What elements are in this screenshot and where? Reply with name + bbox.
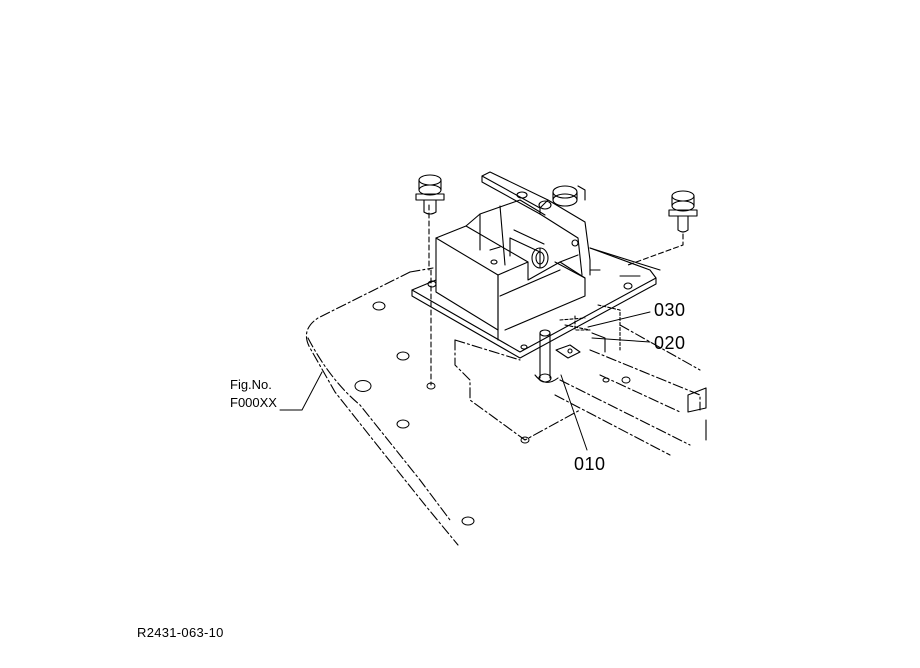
leader-030: [587, 311, 651, 328]
floor-plate-phantom: [305, 267, 701, 546]
drawing-number: R2431-063-10: [137, 625, 224, 640]
figure-reference-number: F000XX: [230, 395, 277, 410]
right-bolt: [627, 190, 698, 266]
leader-020: [591, 337, 651, 343]
side-rail: [687, 387, 707, 441]
leader-fig-ref: [279, 371, 323, 411]
leader-lines: [279, 311, 651, 451]
floor-plate-holes: [354, 301, 631, 526]
pin-assembly: [534, 304, 621, 383]
bracket-body: [435, 199, 586, 341]
left-bolt: [415, 174, 445, 386]
figure-reference-label: Fig.No.: [230, 377, 272, 392]
callout-020: 020: [654, 333, 686, 353]
pedal-arm: [481, 171, 661, 276]
callout-030: 030: [654, 300, 686, 320]
leader-010: [560, 374, 588, 451]
callout-010: 010: [574, 454, 606, 474]
